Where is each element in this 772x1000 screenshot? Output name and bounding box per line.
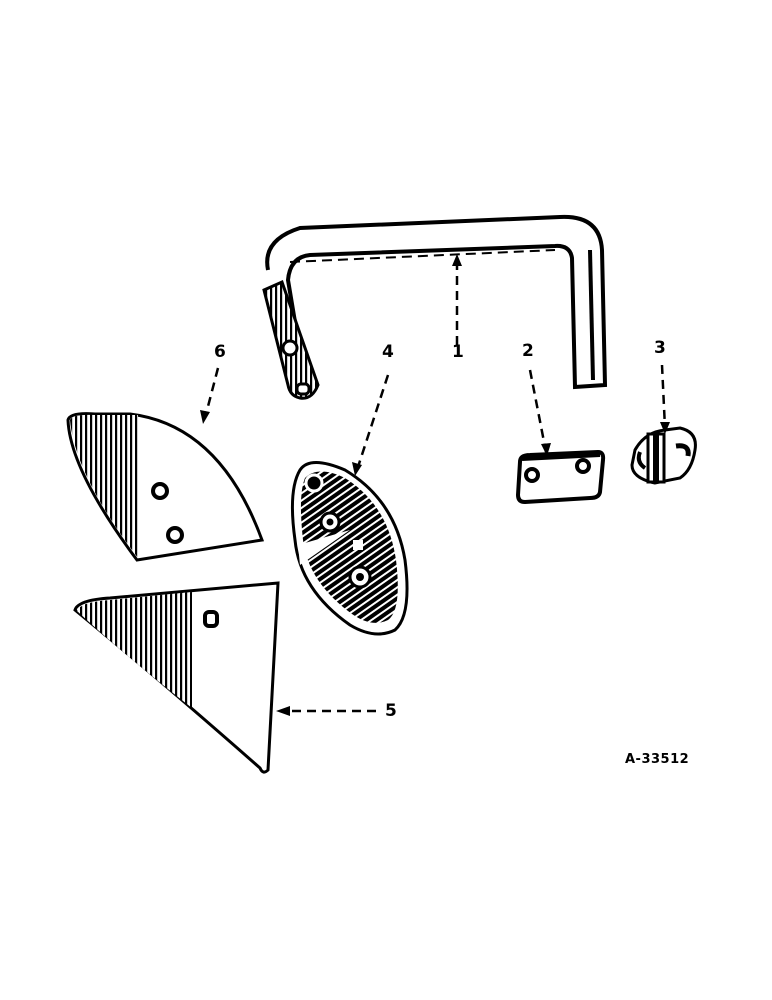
leader-6 [203, 367, 220, 419]
part-5-triangle-blade [73, 581, 280, 774]
leader-2 [528, 369, 548, 453]
part-6-quarter-blade [66, 412, 265, 562]
callout-label-2: 2 [522, 341, 534, 361]
leader-3 [660, 364, 667, 429]
leader-4 [355, 374, 390, 471]
part-3-clip [630, 426, 697, 485]
part-2-plate [515, 449, 606, 505]
callout-label-1: 1 [452, 342, 464, 362]
part-1-u-bar [262, 214, 608, 400]
callout-label-6: 6 [214, 342, 226, 362]
callout-label-4: 4 [382, 342, 394, 362]
reference-code: A-33512 [625, 752, 690, 767]
leader-lines [203, 260, 667, 713]
arrowheads [200, 254, 670, 716]
part-4-teardrop-shoe [290, 461, 409, 636]
callout-label-5: 5 [385, 701, 397, 721]
callout-label-3: 3 [654, 338, 666, 358]
